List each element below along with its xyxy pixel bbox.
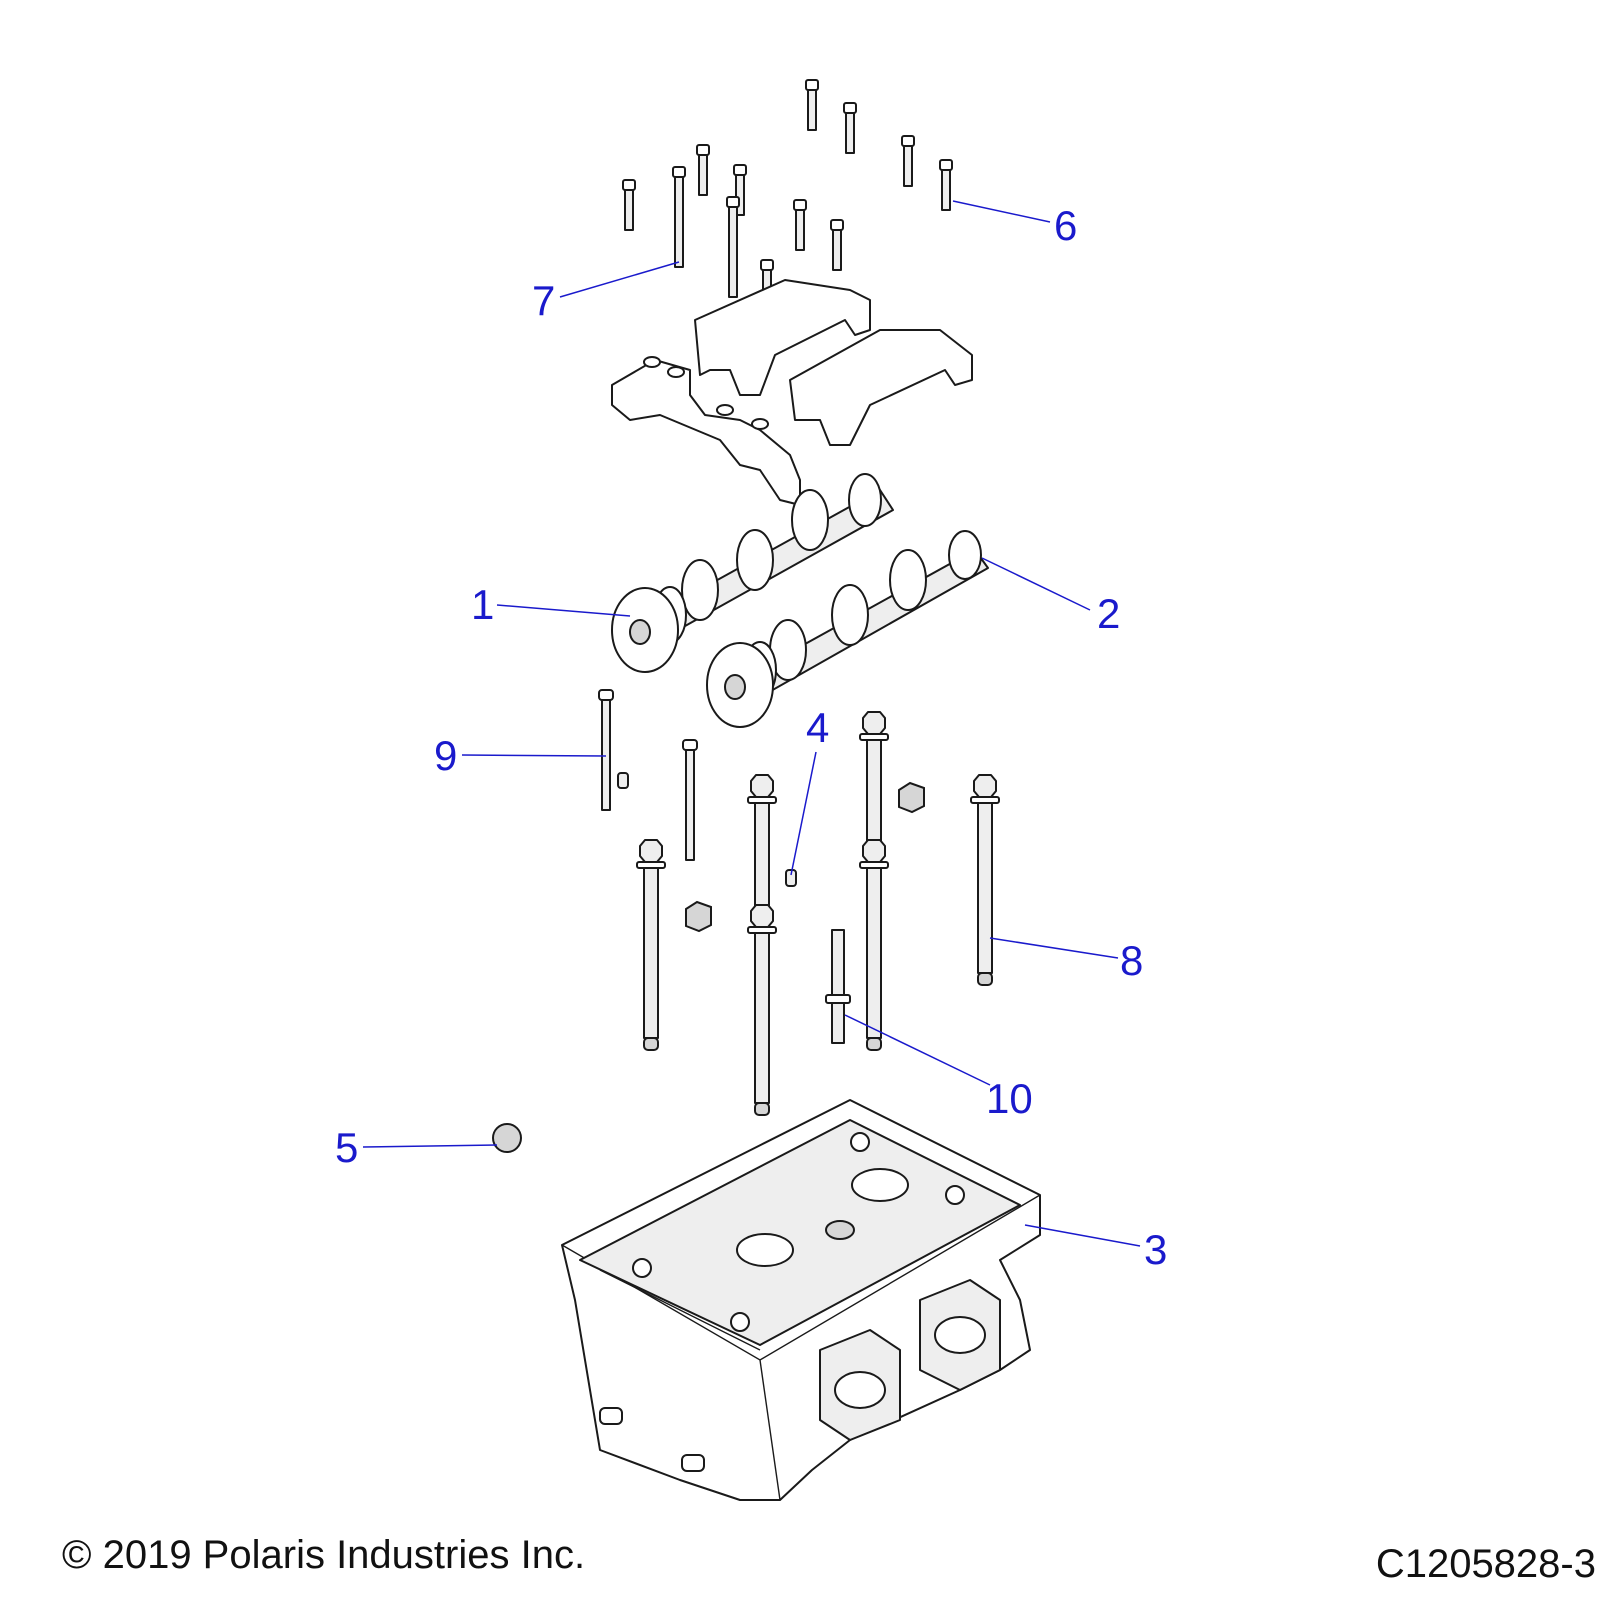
- callout-4: 4: [806, 704, 829, 751]
- callout-10: 10: [986, 1075, 1033, 1122]
- callout-5: 5: [335, 1124, 358, 1171]
- callout-labels: 1 2 3 4 5 6 7 8 9 10: [335, 202, 1167, 1273]
- drawing-number: C1205828-3: [1375, 1542, 1596, 1586]
- callout-6: 6: [1054, 202, 1077, 249]
- callout-8: 8: [1120, 937, 1143, 984]
- plug: [492, 1123, 522, 1153]
- callout-9: 9: [434, 732, 457, 779]
- camshaft-exhaust: [706, 530, 989, 728]
- cylinder-head: [561, 1099, 1041, 1501]
- head-bolts: [598, 689, 1000, 1116]
- cam-cap-bolts: [622, 79, 953, 311]
- leader-lines: [362, 200, 1141, 1247]
- callout-7: 7: [532, 277, 555, 324]
- callout-2: 2: [1097, 590, 1120, 637]
- camshaft-intake: [611, 473, 894, 673]
- callout-3: 3: [1144, 1226, 1167, 1273]
- cam-caps: [611, 279, 973, 506]
- callout-1: 1: [471, 581, 494, 628]
- copyright-notice: © 2019 Polaris Industries Inc.: [62, 1533, 586, 1577]
- stud: [825, 929, 851, 1044]
